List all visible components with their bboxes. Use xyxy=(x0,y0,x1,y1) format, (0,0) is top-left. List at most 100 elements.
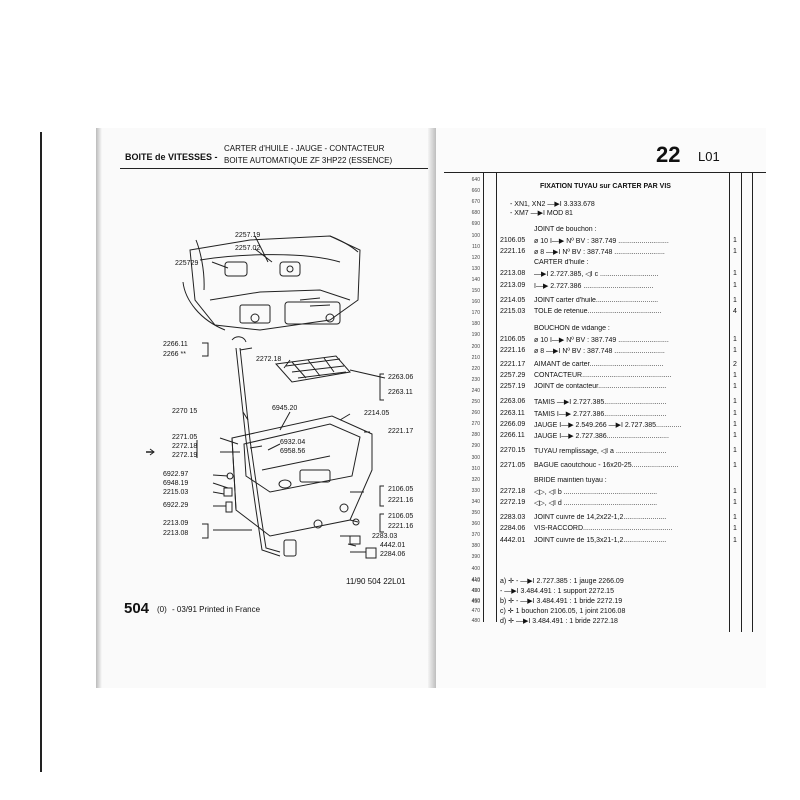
callout-2272-19: 2272.19 xyxy=(172,452,198,459)
part-description: JOINT carter d'huile....................… xyxy=(534,296,659,304)
part-reference: 2263.11 xyxy=(500,409,525,417)
part-description: JOINT cuivre de 14,2x22-1,2.............… xyxy=(534,514,667,522)
part-reference: 2213.09 xyxy=(500,281,526,289)
line-number: 140 xyxy=(471,276,480,283)
part-description: BRIDE maintien tuyau : xyxy=(534,477,607,484)
part-quantity: 1 xyxy=(733,525,737,533)
part-quantity: 2 xyxy=(733,361,737,369)
part-description: TAMIS I—▶ 2.727.386.....................… xyxy=(534,410,667,418)
line-number: 160 xyxy=(471,299,480,306)
page-number: 22 xyxy=(656,142,681,167)
part-reference: 2263.06 xyxy=(500,398,526,406)
part-description: BAGUE caoutchouc - 16x20-25.............… xyxy=(534,461,679,469)
line-number: 470 xyxy=(471,608,480,614)
part-reference: 2283.03 xyxy=(500,514,526,522)
part-reference: 2272.18 xyxy=(500,488,526,496)
line-number: 460 xyxy=(471,598,480,604)
diagram-subtitle: BOITE AUTOMATIQUE ZF 3HP22 (ESSENCE) xyxy=(224,156,393,165)
line-number: 250 xyxy=(471,399,480,405)
part-reference: 2221.16 xyxy=(500,347,526,354)
line-number: 200 xyxy=(471,343,480,350)
part-quantity: 1 xyxy=(733,446,737,454)
part-reference: 2257.19 xyxy=(500,383,526,391)
part-reference: 2221.16 xyxy=(500,248,526,256)
line-number: 120 xyxy=(471,254,480,261)
part-reference: 2271.05 xyxy=(500,461,526,469)
part-description: JOINT de bouchon : xyxy=(534,226,597,233)
part-description: JAUGE I—▶ 2.549.266 —▶I 2.727.385.......… xyxy=(534,421,682,429)
part-description: —▶I 2.727.385, ◁I c ....................… xyxy=(534,271,659,279)
line-number: 380 xyxy=(471,543,480,550)
part-quantity: 1 xyxy=(733,409,737,417)
line-number: 170 xyxy=(471,310,480,317)
part-quantity: 1 xyxy=(733,383,737,391)
right-page xyxy=(436,128,766,688)
part-description: ◁▷, ◁I b ...............................… xyxy=(534,489,658,497)
part-reference: 2213.08 xyxy=(500,270,526,278)
part-quantity: 4 xyxy=(733,307,737,315)
line-number: 210 xyxy=(471,354,480,361)
callout-2221-17: 2221.17 xyxy=(388,428,414,435)
part-quantity: 1 xyxy=(733,335,737,343)
callout-6932-04: 6932.04 xyxy=(280,439,306,446)
part-description: BOUCHON de vidange : xyxy=(534,324,610,332)
callout-2213-08: 2213.08 xyxy=(163,530,189,537)
part-description: ø 10 I—▶ Nº BV : 387.749 ...............… xyxy=(534,336,669,344)
line-number: 130 xyxy=(471,265,480,272)
part-description: ø 8 —▶I Nº BV : 387.748 ................… xyxy=(534,249,665,257)
part-quantity: 1 xyxy=(733,420,737,428)
callout-2213-09: 2213.09 xyxy=(163,520,189,527)
part-description: TUYAU remplissage, ◁I a ................… xyxy=(534,447,667,455)
reference-code: 11/90 504 22L01 xyxy=(346,577,406,586)
left-page xyxy=(96,128,436,688)
part-reference: 2214.05 xyxy=(500,296,526,304)
line-number: 180 xyxy=(471,321,480,328)
footnote: c) ✛ 1 bouchon 2106.05, 1 joint 2106.08 xyxy=(500,608,626,615)
line-number: 660 xyxy=(471,188,480,195)
callout-2266: 2266 ** xyxy=(163,351,186,358)
line-number: 370 xyxy=(471,532,480,539)
part-reference: 2215.03 xyxy=(500,307,526,315)
part-description: I—▶ 2.727.386 ..........................… xyxy=(534,282,654,290)
part-quantity: 1 xyxy=(733,296,737,304)
line-number: 390 xyxy=(471,554,480,561)
part-quantity: 1 xyxy=(733,488,737,496)
line-number: 220 xyxy=(471,365,480,372)
line-number: 260 xyxy=(471,410,480,417)
table-title: FIXATION TUYAU sur CARTER PAR VIS xyxy=(540,183,671,190)
callout-2257-02: 2257.02 xyxy=(235,245,261,252)
footer-print-info: - 03/91 Printed in France xyxy=(172,605,261,614)
callout-2263-11: 2263.11 xyxy=(388,389,413,396)
intro-line-1: - XN1, XN2 —▶I 3.333.678 xyxy=(510,201,595,208)
part-description: TAMIS —▶I 2.727.385.....................… xyxy=(534,399,667,407)
callout-2106-05: 2106.05 xyxy=(388,486,414,493)
callout-2266-11: 2266.11 xyxy=(163,341,188,348)
callout-2215-03: 2215.03 xyxy=(163,489,189,496)
line-number: 450 xyxy=(471,588,480,594)
line-number: 480 xyxy=(471,618,480,624)
footnote: d) ✛ —▶I 3.484.491 : 1 bride 2272.18 xyxy=(500,618,618,625)
line-number: 230 xyxy=(471,376,480,383)
callout-6922-97: 6922.97 xyxy=(163,471,189,478)
line-number: 400 xyxy=(471,565,480,572)
part-quantity: 1 xyxy=(733,270,737,278)
callout-2272-18: 2272.18 xyxy=(256,356,282,363)
callout-2106-05b: 2106.05 xyxy=(388,513,414,520)
binder-edge xyxy=(40,132,42,772)
callout-6922-29: 6922.29 xyxy=(163,502,189,509)
intro-line-2: - XM7 —▶I MOD 81 xyxy=(510,210,573,217)
callout-6958-56: 6958.56 xyxy=(280,448,306,455)
part-quantity: 1 xyxy=(733,431,737,439)
part-description: ø 8 —▶I Nº BV : 387.748 ................… xyxy=(534,348,665,355)
callout-2221-16b: 2221.16 xyxy=(388,523,414,530)
part-reference: 2272.19 xyxy=(500,499,526,507)
part-description: JOINT cuivre de 15,3x21-1,2.............… xyxy=(534,536,667,544)
line-number: 420 xyxy=(471,587,480,594)
footer-page-sub: (0) xyxy=(157,605,167,614)
line-number: 690 xyxy=(471,221,480,228)
line-number: 670 xyxy=(471,199,480,206)
callout-225729: 225729 xyxy=(175,260,199,267)
page-suffix: L01 xyxy=(698,149,720,164)
line-number: 360 xyxy=(471,521,480,528)
